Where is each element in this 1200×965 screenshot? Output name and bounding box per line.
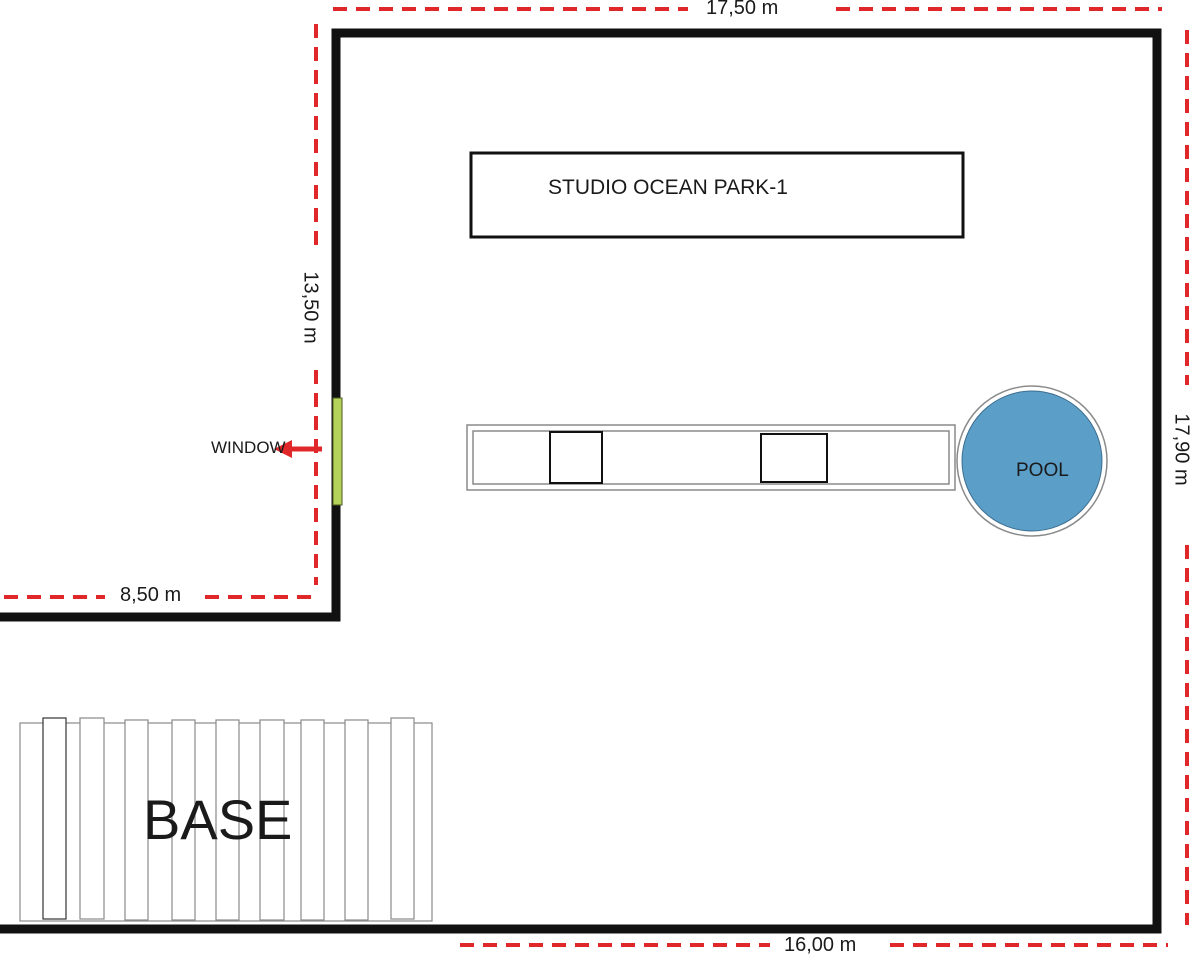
base-stripes: [19, 717, 433, 922]
counter: [466, 424, 956, 491]
dimension-lines: [4, 7, 1189, 947]
counter-square-right: [760, 433, 828, 483]
bottom-width-label: 16,00 m: [778, 934, 863, 957]
left-notch-height-label: 13,50 m: [298, 265, 322, 350]
notch-width-label: 8,50 m: [114, 584, 188, 607]
pool: [961, 390, 1103, 532]
window-arrow-icon: [274, 440, 322, 458]
base-label: BASE: [143, 788, 293, 851]
right-height-label: 17,90 m: [1169, 407, 1193, 492]
top-width-label: 17,50 m: [700, 0, 785, 20]
counter-square-left: [549, 431, 603, 484]
outer-walls: [0, 28, 1162, 934]
window: [332, 397, 343, 506]
studio-label: STUDIO OCEAN PARK-1: [548, 176, 788, 199]
pool-label: POOL: [1016, 460, 1069, 481]
studio-box: [469, 151, 965, 239]
window-label: WINDOW: [211, 438, 286, 457]
